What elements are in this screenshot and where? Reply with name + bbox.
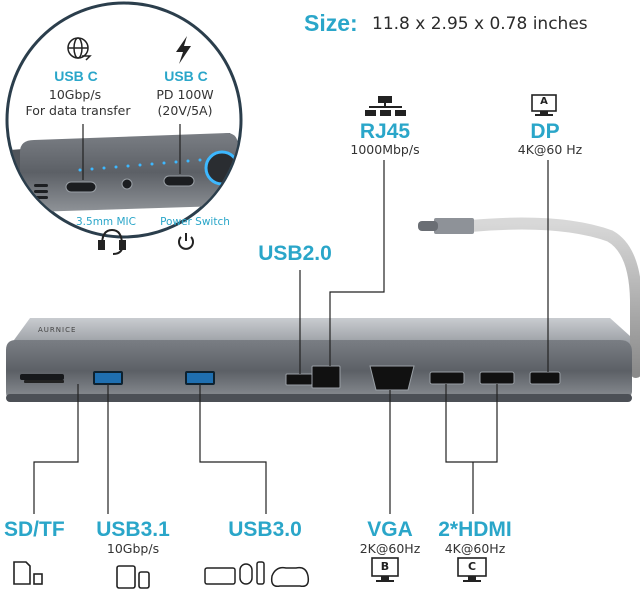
usb31-title: USB3.1 — [96, 518, 170, 541]
monitor-c-icon — [457, 557, 487, 582]
brand-logo: AURNICE — [38, 326, 77, 334]
dp-title: DP — [530, 120, 560, 143]
lightning-icon — [176, 36, 191, 64]
power-switch-label: Power Switch — [160, 216, 230, 228]
monitor-b-icon — [371, 557, 399, 582]
usbc1-desc: For data transfer — [25, 103, 131, 118]
keyboard-mouse-gamepad-icons — [204, 561, 310, 588]
monitor-a-icon — [531, 94, 557, 116]
leader-lines — [33, 160, 549, 514]
globe-icon — [67, 37, 92, 61]
monitor-c-letter: C — [467, 560, 477, 573]
usbc1-title: USB C — [54, 68, 98, 84]
network-icon — [365, 96, 406, 116]
usbc2-voltage: (20V/5A) — [157, 103, 213, 118]
usb-c-cable — [418, 217, 640, 378]
mic-label: 3.5mm MIC — [76, 216, 136, 228]
size-value: 11.8 x 2.95 x 0.78 inches — [372, 14, 588, 34]
usbc2-title: USB C — [164, 68, 208, 84]
inset-circle — [5, 1, 243, 255]
vga-spec: 2K@60Hz — [359, 541, 421, 556]
hub-body — [6, 318, 632, 402]
power-icon — [178, 233, 194, 250]
rj45-speed: 1000Mbp/s — [350, 142, 420, 157]
usb31-speed: 10Gbp/s — [106, 541, 160, 556]
rj45-title: RJ45 — [359, 120, 411, 143]
usbc2-power: PD 100W — [156, 87, 214, 102]
size-label: Size: — [304, 10, 358, 36]
headset-icon — [98, 228, 126, 255]
dp-spec: 4K@60 Hz — [517, 142, 583, 157]
hdmi-title: 2*HDMI — [438, 518, 512, 541]
usbc1-speed: 10Gbp/s — [48, 87, 102, 102]
hdmi-spec: 4K@60Hz — [444, 541, 506, 556]
sd-card-icon — [13, 561, 43, 585]
sdtf-title: SD/TF — [4, 518, 65, 541]
vga-title: VGA — [367, 518, 413, 541]
usb30-title: USB3.0 — [228, 518, 302, 541]
monitor-a-letter: A — [540, 96, 548, 107]
devices-icon — [116, 565, 150, 589]
usb20-title: USB2.0 — [258, 242, 332, 265]
monitor-b-letter: B — [380, 560, 390, 573]
